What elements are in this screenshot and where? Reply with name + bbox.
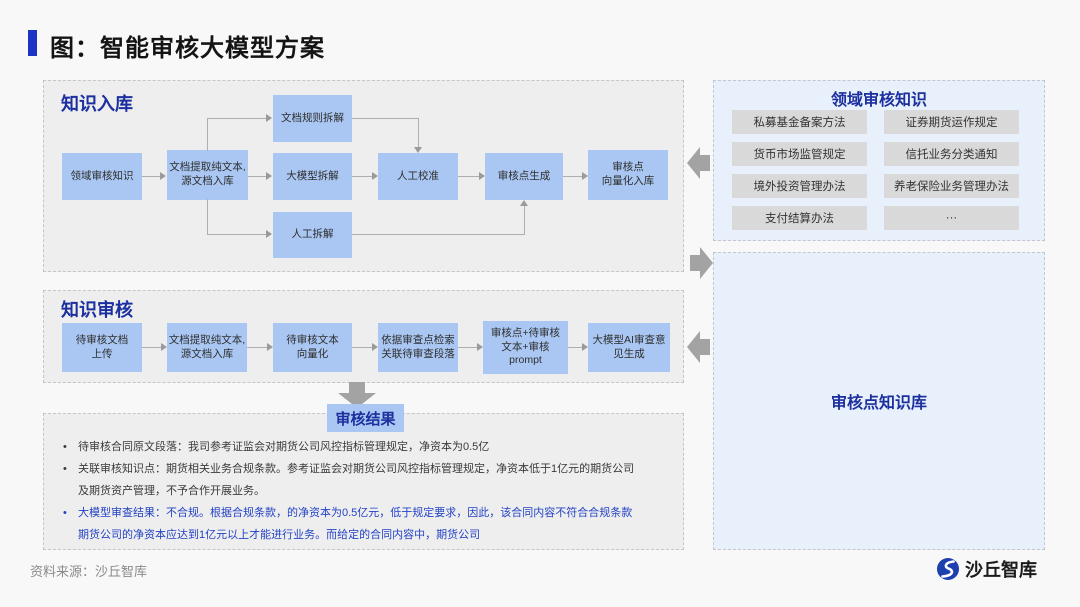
panel-knowledge-audit	[43, 290, 684, 383]
flow-box-audit-prompt: 审核点+待审核 文本+审核 prompt	[483, 321, 568, 374]
flow-box-llm-split: 大模型拆解	[273, 153, 352, 200]
connector-line	[247, 347, 268, 348]
shaqiu-logo-icon	[937, 558, 959, 580]
flow-box-manual-calibration: 人工校准	[378, 153, 458, 200]
audit-point-kb-title: 审核点知识库	[830, 395, 927, 412]
arrowhead-up	[520, 200, 528, 206]
arrowhead-right	[372, 343, 378, 351]
connector-line	[352, 234, 525, 235]
arrowhead-right	[266, 114, 272, 122]
connector-line	[207, 118, 267, 119]
connector-line	[352, 118, 419, 119]
connector-line	[207, 199, 208, 235]
arrowhead-right	[582, 343, 588, 351]
flow-box-audit-point-vectorize-store: 审核点 向量化入库	[588, 150, 668, 200]
bullet-related-knowledge: 关联审核知识点：期货相关业务合规条款。参考证监会对期货公司风控指标管理规定，净资…	[63, 458, 677, 502]
knowledge-chip: 货币市场监管规定	[732, 142, 867, 166]
fat-arrow-right-icon	[690, 247, 713, 279]
arrowhead-right	[161, 343, 167, 351]
knowledge-chip: 境外投资管理办法	[732, 174, 867, 198]
flow-box-retrieve-paragraphs: 依据审查点检索 关联待审查段落	[378, 323, 458, 372]
shaqiu-logo-text: 沙丘智库	[965, 560, 1037, 580]
knowledge-chip: 私募基金备案方法	[732, 110, 867, 134]
flow-box-extract-text-ingest-2: 文档提取纯文本, 源文档入库	[167, 323, 247, 372]
audit-result-bullets: 待审核合同原文段落：我司参考证监会对期货公司风控指标管理规定，净资本为0.5亿 …	[63, 436, 677, 546]
arrowhead-right	[477, 343, 483, 351]
shaqiu-logo: 沙丘智库	[936, 556, 1037, 582]
connector-line	[524, 206, 525, 235]
arrowhead-right	[372, 172, 378, 180]
panel-domain-knowledge-title: 领域审核知识	[830, 92, 927, 109]
knowledge-chip: 支付结算办法	[732, 206, 867, 230]
knowledge-chip: 养老保险业务管理办法	[884, 174, 1019, 198]
arrowhead-right	[266, 230, 272, 238]
connector-line	[142, 347, 162, 348]
arrowhead-right	[267, 343, 273, 351]
domain-knowledge-grid: 私募基金备案方法 证券期货运作规定 货币市场监管规定 信托业务分类通知 境外投资…	[732, 110, 1019, 230]
panel-knowledge-ingest-title: 知识入库	[61, 94, 133, 114]
flow-box-domain-audit-knowledge: 领域审核知识	[62, 153, 142, 200]
source-note: 资料来源：沙丘智库	[30, 564, 148, 579]
arrowhead-right	[266, 172, 272, 180]
flow-box-doc-rule-split: 文档规则拆解	[273, 95, 352, 142]
flow-box-extract-text-ingest: 文档提取纯文本, 源文档入库	[167, 150, 248, 200]
flow-box-upload-doc: 待审核文档 上传	[62, 323, 142, 372]
connector-line	[352, 176, 373, 177]
flow-box-llm-ai-opinion: 大模型AI审查意 见生成	[588, 323, 670, 372]
arrowhead-down	[414, 147, 422, 153]
connector-line	[352, 347, 373, 348]
connector-line	[248, 176, 267, 177]
page-title: 图：智能审核大模型方案	[50, 35, 325, 62]
knowledge-chip: 证券期货运作规定	[884, 110, 1019, 134]
arrowhead-right	[160, 172, 166, 180]
title-accent-bar	[28, 30, 37, 56]
connector-line	[418, 118, 419, 148]
flow-box-text-vectorize: 待审核文本 向量化	[273, 323, 352, 372]
panel-audit-point-kb	[713, 252, 1045, 550]
knowledge-chip: 信托业务分类通知	[884, 142, 1019, 166]
knowledge-chip-more: ···	[884, 206, 1019, 230]
panel-knowledge-audit-title: 知识审核	[61, 300, 133, 320]
flow-box-manual-split: 人工拆解	[273, 212, 352, 258]
connector-line	[142, 176, 161, 177]
fat-arrow-left-icon	[687, 147, 710, 179]
fat-arrow-left-icon	[687, 331, 710, 363]
arrowhead-right	[479, 172, 485, 180]
flow-box-audit-point-generation: 审核点生成	[485, 153, 563, 200]
connector-line	[207, 234, 267, 235]
connector-line	[458, 347, 478, 348]
connector-line	[458, 176, 480, 177]
arrowhead-right	[582, 172, 588, 180]
bullet-llm-review-result: 大模型审查结果：不合规。根据合规条款，的净资本为0.5亿元，低于规定要求，因此，…	[63, 502, 677, 546]
audit-result-label: 审核结果	[327, 404, 404, 432]
connector-line	[207, 118, 208, 151]
connector-line	[563, 176, 583, 177]
connector-line	[568, 347, 583, 348]
bullet-original-paragraph: 待审核合同原文段落：我司参考证监会对期货公司风控指标管理规定，净资本为0.5亿	[63, 436, 677, 458]
